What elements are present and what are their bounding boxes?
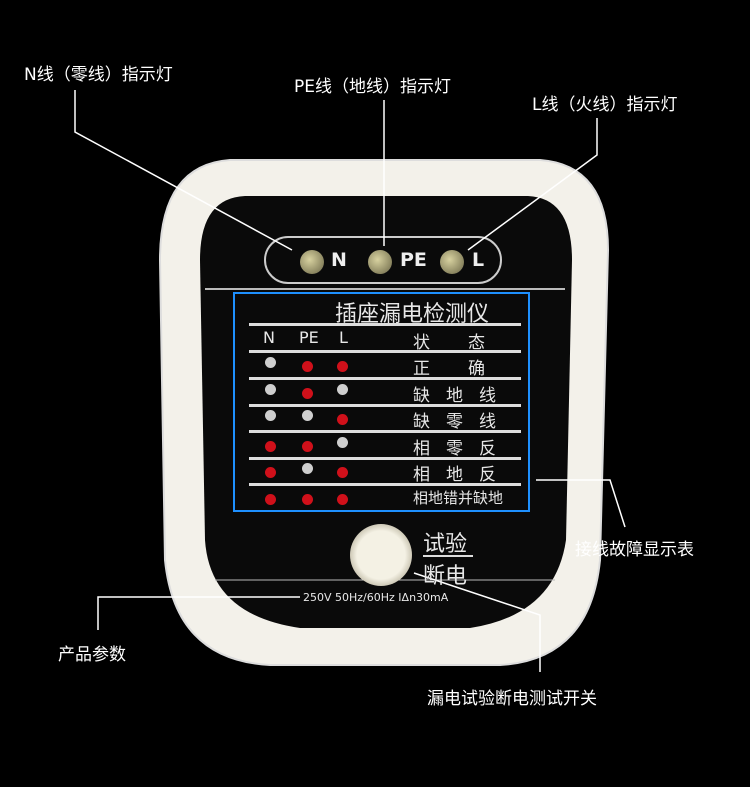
led-l-grey bbox=[337, 436, 348, 448]
callout-product-params: 产品参数 bbox=[58, 645, 126, 665]
callout-fault-table: 接线故障显示表 bbox=[575, 540, 694, 560]
led-pe-red bbox=[302, 493, 313, 505]
device-face bbox=[200, 196, 572, 628]
led-pe-red bbox=[302, 440, 313, 452]
led-n-grey bbox=[265, 357, 276, 368]
col-l: L bbox=[339, 328, 348, 347]
row-status: 相地反 bbox=[413, 465, 512, 485]
led-l-red bbox=[337, 414, 348, 425]
n-indicator-label: N bbox=[331, 249, 347, 271]
callout-pe-indicator: PE线（地线）指示灯 bbox=[294, 77, 451, 97]
rating-text: 250V 50Hz/60Hz IΔn30mA bbox=[303, 591, 449, 604]
button-label-power-off: 断电 bbox=[423, 564, 468, 589]
col-n: N bbox=[263, 328, 275, 347]
pe-indicator-light bbox=[368, 250, 392, 274]
led-n-red bbox=[265, 440, 276, 452]
led-l-red bbox=[337, 493, 348, 505]
led-l-red bbox=[337, 361, 348, 372]
callout-l-indicator: L线（火线）指示灯 bbox=[532, 95, 678, 115]
fault-table: 插座漏电检测仪 N PE L 状态 正确缺地线缺零线相零反相地反相地错并缺地 bbox=[233, 292, 530, 512]
table-title: 插座漏电检测仪 bbox=[335, 302, 490, 327]
callout-n-indicator: N线（零线）指示灯 bbox=[24, 65, 173, 85]
l-indicator-label: L bbox=[472, 249, 485, 271]
led-pe-grey bbox=[302, 410, 313, 421]
row-status: 相零反 bbox=[413, 438, 512, 459]
led-l-red bbox=[337, 467, 348, 478]
led-pe-grey bbox=[302, 463, 313, 474]
indicator-frame bbox=[264, 236, 502, 284]
row-status: 正确 bbox=[413, 359, 523, 379]
led-n-red bbox=[265, 467, 276, 478]
row-status: 相地错并缺地 bbox=[413, 488, 504, 507]
led-pe-red bbox=[302, 387, 313, 399]
led-n-grey bbox=[265, 383, 276, 395]
callout-lines bbox=[74, 90, 626, 672]
l-indicator-light bbox=[440, 250, 464, 274]
callout-test-switch: 漏电试验断电测试开关 bbox=[427, 689, 597, 709]
led-n-red bbox=[265, 493, 276, 505]
button-label-test: 试验 bbox=[423, 532, 468, 557]
col-status: 状态 bbox=[413, 333, 523, 353]
led-l-grey bbox=[337, 383, 348, 395]
led-n-grey bbox=[265, 410, 276, 421]
col-pe: PE bbox=[299, 328, 319, 347]
pe-indicator-label: PE bbox=[400, 249, 427, 271]
row-status: 缺零线 bbox=[413, 412, 512, 432]
n-indicator-light bbox=[300, 250, 324, 274]
led-pe-red bbox=[302, 361, 313, 372]
test-button[interactable] bbox=[350, 524, 412, 586]
row-status: 缺地线 bbox=[413, 385, 512, 406]
